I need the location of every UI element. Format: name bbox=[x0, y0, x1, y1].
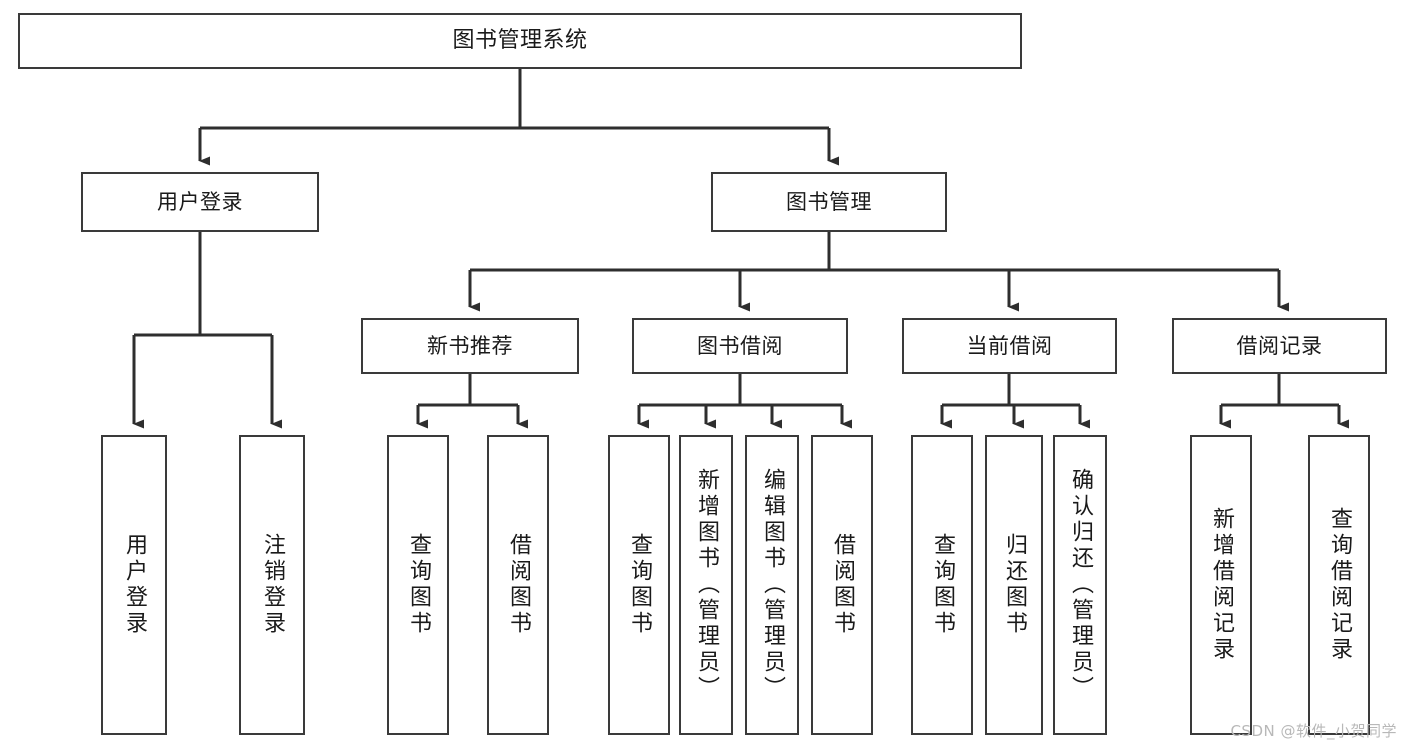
node-root-label: 图书管理系统 bbox=[452, 28, 588, 54]
node-new-book-recommend[interactable]: 新书推荐 bbox=[361, 318, 579, 374]
node-leaf-query-borrow-record-label: 查询借阅记录 bbox=[1327, 507, 1352, 663]
node-book-borrow-label: 图书借阅 bbox=[697, 333, 783, 358]
node-leaf-logout-login-label: 注销登录 bbox=[260, 533, 285, 637]
node-leaf-confirm-return-admin-label: 确认归还（管理员） bbox=[1068, 468, 1093, 702]
node-leaf-query-book-rec[interactable]: 查询图书 bbox=[387, 435, 449, 735]
node-leaf-query-book-borrow[interactable]: 查询图书 bbox=[608, 435, 670, 735]
node-new-book-recommend-label: 新书推荐 bbox=[427, 333, 513, 358]
node-leaf-add-borrow-record-label: 新增借阅记录 bbox=[1209, 507, 1234, 663]
watermark-text: CSDN @软件_小贺同学 bbox=[1230, 722, 1397, 740]
node-current-borrow[interactable]: 当前借阅 bbox=[902, 318, 1117, 374]
node-leaf-return-book-label: 归还图书 bbox=[1002, 533, 1027, 637]
node-leaf-borrow-book-rec-label: 借阅图书 bbox=[506, 533, 531, 637]
node-leaf-add-book-admin[interactable]: 新增图书（管理员） bbox=[679, 435, 733, 735]
node-leaf-add-borrow-record[interactable]: 新增借阅记录 bbox=[1190, 435, 1252, 735]
node-leaf-borrow-book-rec[interactable]: 借阅图书 bbox=[487, 435, 549, 735]
node-current-borrow-label: 当前借阅 bbox=[966, 333, 1053, 358]
node-leaf-query-book-rec-label: 查询图书 bbox=[406, 533, 431, 637]
node-leaf-query-borrow-record[interactable]: 查询借阅记录 bbox=[1308, 435, 1370, 735]
node-book-manage-label: 图书管理 bbox=[786, 189, 872, 214]
node-leaf-logout-login[interactable]: 注销登录 bbox=[239, 435, 305, 735]
node-leaf-query-book-borrow-label: 查询图书 bbox=[627, 533, 652, 637]
node-leaf-add-book-admin-label: 新增图书（管理员） bbox=[694, 468, 719, 702]
node-leaf-edit-book-admin[interactable]: 编辑图书（管理员） bbox=[745, 435, 799, 735]
node-leaf-edit-book-admin-label: 编辑图书（管理员） bbox=[760, 468, 785, 702]
node-leaf-borrow-book[interactable]: 借阅图书 bbox=[811, 435, 873, 735]
node-leaf-borrow-book-label: 借阅图书 bbox=[830, 533, 855, 637]
node-leaf-confirm-return-admin[interactable]: 确认归还（管理员） bbox=[1053, 435, 1107, 735]
node-book-borrow[interactable]: 图书借阅 bbox=[632, 318, 848, 374]
node-book-manage[interactable]: 图书管理 bbox=[711, 172, 947, 232]
node-leaf-query-book-cur[interactable]: 查询图书 bbox=[911, 435, 973, 735]
node-leaf-user-login-label: 用户登录 bbox=[122, 533, 147, 637]
node-borrow-record[interactable]: 借阅记录 bbox=[1172, 318, 1387, 374]
node-borrow-record-label: 借阅记录 bbox=[1236, 333, 1323, 358]
node-leaf-query-book-cur-label: 查询图书 bbox=[930, 533, 955, 637]
node-root[interactable]: 图书管理系统 bbox=[18, 13, 1022, 69]
node-leaf-return-book[interactable]: 归还图书 bbox=[985, 435, 1043, 735]
node-leaf-user-login[interactable]: 用户登录 bbox=[101, 435, 167, 735]
node-user-login-label: 用户登录 bbox=[157, 189, 243, 214]
node-user-login[interactable]: 用户登录 bbox=[81, 172, 319, 232]
